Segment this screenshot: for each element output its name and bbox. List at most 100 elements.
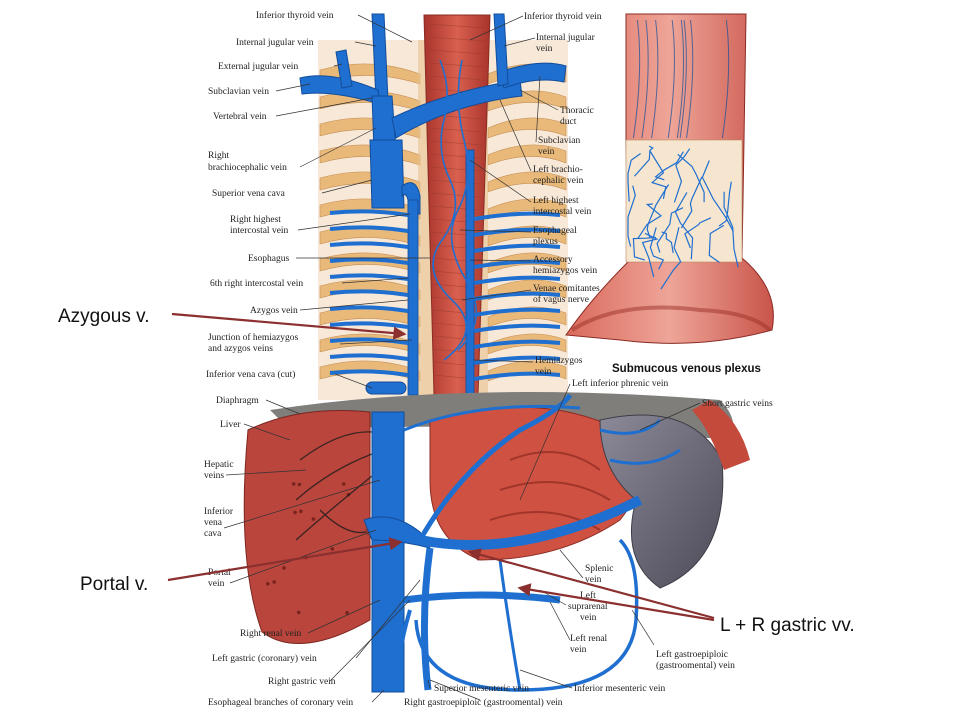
esophagus-striation [428,36,486,42]
hepatic-opening [282,566,286,570]
hepatic-opening [266,582,270,586]
inset-longitudinal-vein [641,19,649,139]
label-junction-1: Junction of hemiazygos [208,332,299,343]
left-intercostal-vein [473,323,561,333]
inset-vein-network [627,19,739,290]
label-subclavian-vein-left: Subclavian vein [208,87,269,97]
inset-mucosal-folds [570,305,772,332]
inset-vein [660,227,682,290]
leader-vertebral-left [275,97,373,117]
leader-liver [243,423,291,441]
label-superior-vena-cava: Superior vena cava [212,189,286,199]
leader-esophageal-branches [371,689,385,703]
inset-vein [649,227,665,270]
right-external-jugular-vein [335,49,353,89]
esophagus-striation [429,127,483,133]
leader-subclavian-left [275,83,311,92]
inset-vein [680,176,703,229]
leader-ext-jugular-left [333,63,343,67]
left-intercostal-vein [473,211,561,221]
posterior-abdominal-wall-right [692,400,750,470]
left-intercostal-vein [473,243,561,253]
leader-right-renal [307,599,381,634]
label-6th-right-intercostal: 6th right intercostal vein [210,279,303,289]
esophagus-striation [428,49,486,55]
label-left-highest-2: intercostal vein [533,207,592,217]
inset-longitudinal-vein [686,19,694,139]
hepatic-opening [291,482,296,486]
inset-vein [654,151,684,181]
leader-left-gastric [355,579,421,659]
superior-mesenteric-vein [420,547,434,691]
intercostal-veins [329,209,561,381]
label-left-brachio-2: cephalic vein [533,176,584,186]
inset-longitudinal-vein [679,19,687,139]
label-esophageal-branches: Esophageal branches of coronary vein [208,697,353,708]
left-internal-jugular-vein [493,13,509,87]
leader-subclavian-right [535,75,541,143]
label-right-brachiocephalic-2: brachiocephalic vein [208,163,287,173]
hemiazygos-vein [465,149,475,396]
inset-longitudinal-vein [632,19,641,139]
right-intercostal-vein [329,257,409,265]
label-splenic-1: Splenic [585,564,614,574]
label-left-suprarenal-2: suprarenal [568,602,608,612]
label-internal-jugular-right-1: Internal jugular [536,33,596,43]
inset-vein [701,160,734,232]
label-splenic-2: vein [585,575,602,585]
label-superior-mesenteric: Superior mesenteric vein [434,684,529,694]
label-internal-jugular-vein-left: Internal jugular vein [236,38,314,48]
right-intercostal-vein [329,241,409,249]
label-ivc-cut: Inferior vena cava (cut) [206,369,295,380]
left-intercostal-vein [473,227,561,237]
hepatic-opening [341,482,346,486]
leader-lines [223,14,701,703]
inset-vein [718,181,732,227]
arrow-portal [167,537,403,582]
inset-vein [673,148,691,203]
leader-splenic [559,549,584,579]
esophagus-striation [427,23,487,29]
label-ivc-3: cava [204,529,222,539]
label-venae-comitantes-1: Venae comitantes [533,284,600,294]
right-intercostal-vein [329,337,409,345]
thorax-illustration [299,13,568,400]
leader-ivc [223,479,381,529]
leader-thoracic-duct [519,89,559,111]
leader-azygos [299,299,409,311]
hepatic-opening [297,482,302,487]
leader-left-highest [469,159,532,203]
hepatic-vein-flow-arrows [295,431,372,541]
right-intercostal-vein [329,353,409,361]
hepatic-opening [311,517,316,521]
label-right-gastroepiploic: Right gastroepiploic (gastroomental) vei… [404,697,563,708]
label-left-suprarenal-3: vein [580,613,597,623]
leader-int-jugular-right [503,37,536,47]
right-intercostal-vein [329,305,409,313]
hepatic-opening [272,580,277,584]
leader-hemiazygos [473,359,534,363]
esophagus-striation [428,62,485,68]
leader-inf-thyroid-right [469,15,524,41]
leader-superior-mesenteric [427,679,431,689]
leader-right-highest [297,213,411,231]
leader-right-brachio [299,127,377,168]
label-right-highest-2: intercostal vein [230,226,289,236]
right-intercostal-vein [329,321,409,329]
leader-right-gastroepiploic [429,679,481,701]
right-intercostal-vein [329,225,409,233]
leader-right-gastric [329,599,411,682]
arrow-azygous [171,312,407,340]
inset-vein [708,224,725,263]
leader-6th-intercostal [341,277,409,284]
leader-short-gastric [639,402,701,431]
leader-junction [339,339,413,345]
label-right-brachiocephalic-1: Right [208,151,229,161]
labels-right: Inferior thyroid vein Internal jugular v… [404,11,773,708]
inset-title: Submucous venous plexus [612,363,761,375]
label-diaphragm: Diaphragm [216,396,259,406]
leader-ivc-cut [334,373,373,389]
inset-vein [627,153,641,202]
left-intercostal-vein [473,307,561,317]
label-esophageal-plexus-2: plexus [533,237,558,247]
